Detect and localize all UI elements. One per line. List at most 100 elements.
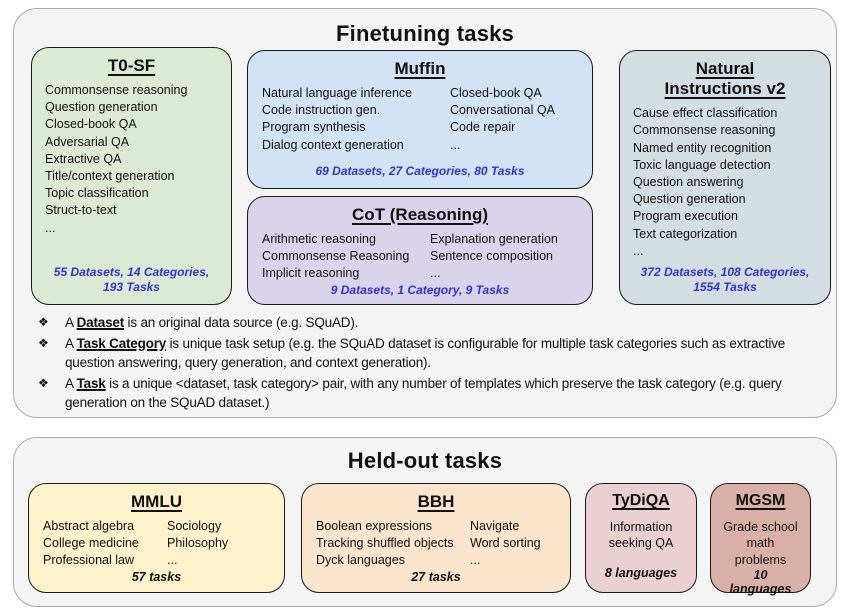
list-item: ... — [167, 553, 178, 568]
mmlu-title: MMLU — [131, 492, 182, 511]
note-task-text: A Task is a unique <dataset, task catego… — [65, 374, 810, 413]
list-item: ... — [633, 243, 644, 258]
list-item: Boolean expressions — [316, 519, 433, 534]
list-item: Natural language inference — [262, 86, 413, 101]
list-item: Word sorting — [470, 536, 541, 551]
diamond-bullet-icon: ❖ — [38, 375, 49, 390]
note-term: Task — [76, 375, 106, 391]
list-item: Explanation generation — [430, 232, 558, 247]
mgsm-box: MGSM Grade school math problems 10 langu… — [710, 483, 811, 597]
note-task: ❖ A Task is a unique <dataset, task cate… — [38, 374, 810, 413]
note-pre: A — [65, 335, 77, 351]
niv2-box: Natural Instructions v2 Cause effect cla… — [619, 50, 831, 305]
list-item: Philosophy — [167, 536, 229, 551]
list-item: Toxic language detection — [633, 157, 771, 172]
bbh-count: 27 tasks — [411, 569, 461, 584]
note-rest: is unique task setup (e.g. the SQuAD dat… — [65, 335, 786, 371]
list-item: Commonsense reasoning — [633, 123, 776, 138]
bbh-title: BBH — [417, 492, 455, 511]
list-item: Question generation — [633, 192, 746, 207]
note-pre: A — [65, 375, 77, 391]
cot-stats: 9 Datasets, 1 Category, 9 Tasks — [330, 282, 510, 297]
list-item: Dyck languages — [316, 553, 405, 568]
list-item: Extractive QA — [45, 151, 122, 166]
list-item: Navigate — [470, 519, 520, 534]
mmlu-count: 57 tasks — [131, 569, 182, 584]
muffin-title: Muffin — [394, 59, 446, 78]
tydiqa-description: Information seeking QA — [608, 519, 674, 551]
note-term: Task Category — [76, 335, 167, 351]
note-dataset-text: A Dataset is an original data source (e.… — [65, 313, 810, 333]
list-item: Code instruction gen. — [262, 103, 381, 118]
list-item: Adversarial QA — [45, 134, 130, 149]
note-term: Dataset — [76, 315, 125, 330]
list-item: ... — [45, 220, 56, 235]
list-item: Question generation — [45, 100, 158, 115]
tydiqa-box: TyDiQA Information seeking QA 8 language… — [585, 483, 697, 593]
note-dataset: ❖ A Dataset is an original data source (… — [38, 313, 810, 333]
list-item: Program synthesis — [262, 120, 366, 135]
finetuning-panel-title: Finetuning tasks — [336, 21, 514, 46]
t0sf-title: T0-SF — [107, 56, 156, 75]
list-item: Implicit reasoning — [262, 266, 360, 281]
heldout-panel-title: Held-out tasks — [347, 448, 503, 473]
list-item: Conversational QA — [450, 103, 555, 118]
list-item: Abstract algebra — [43, 519, 135, 534]
definitions-notes: ❖ A Dataset is an original data source (… — [38, 313, 810, 414]
note-task-category-text: A Task Category is unique task setup (e.… — [65, 334, 810, 373]
note-rest: is a unique <dataset, task category> pai… — [65, 375, 782, 411]
list-item: Topic classification — [45, 186, 149, 201]
list-item: Question answering — [633, 174, 744, 189]
list-item: ... — [450, 137, 461, 152]
list-item: Tracking shuffled objects — [316, 536, 454, 551]
tydiqa-title: TyDiQA — [612, 492, 670, 509]
note-rest: is an original data source (e.g. SQuAD). — [124, 315, 359, 330]
list-item: Professional law — [43, 553, 135, 568]
list-item: Sentence composition — [430, 249, 553, 264]
list-item: Dialog context generation — [262, 137, 404, 152]
list-item: Closed-book QA — [450, 86, 542, 101]
list-item: ... — [470, 553, 481, 568]
list-item: Title/context generation — [45, 169, 175, 184]
list-item: Named entity recognition — [633, 140, 772, 155]
diamond-bullet-icon: ❖ — [38, 315, 49, 329]
mgsm-title: MGSM — [735, 492, 786, 509]
list-item: ... — [430, 266, 441, 281]
list-item: Commonsense Reasoning — [262, 249, 410, 264]
list-item: Text categorization — [633, 226, 738, 241]
list-item: Struct-to-text — [45, 203, 117, 218]
note-task-category: ❖ A Task Category is unique task setup (… — [38, 334, 810, 373]
list-item: College medicine — [43, 536, 139, 551]
tydiqa-count: 8 languages — [604, 566, 678, 580]
list-item: Commonsense reasoning — [45, 83, 188, 98]
niv2-stats: 372 Datasets, 108 Categories, 1554 Tasks — [640, 265, 810, 294]
list-item: Sociology — [167, 519, 222, 534]
list-item: Cause effect classification — [633, 106, 778, 121]
note-pre: A — [65, 315, 77, 330]
list-item: Closed-book QA — [45, 117, 137, 132]
cot-title: CoT (Reasoning) — [352, 205, 488, 224]
niv2-title: Natural Instructions v2 — [664, 59, 786, 99]
diamond-bullet-icon: ❖ — [38, 335, 49, 350]
list-item: Program execution — [633, 209, 738, 224]
list-item: Arithmetic reasoning — [262, 232, 376, 247]
mgsm-description: Grade school math problems — [723, 519, 798, 567]
t0sf-stats: 55 Datasets, 14 Categories, 193 Tasks — [53, 265, 210, 294]
mgsm-count: 10 languages — [729, 568, 792, 597]
